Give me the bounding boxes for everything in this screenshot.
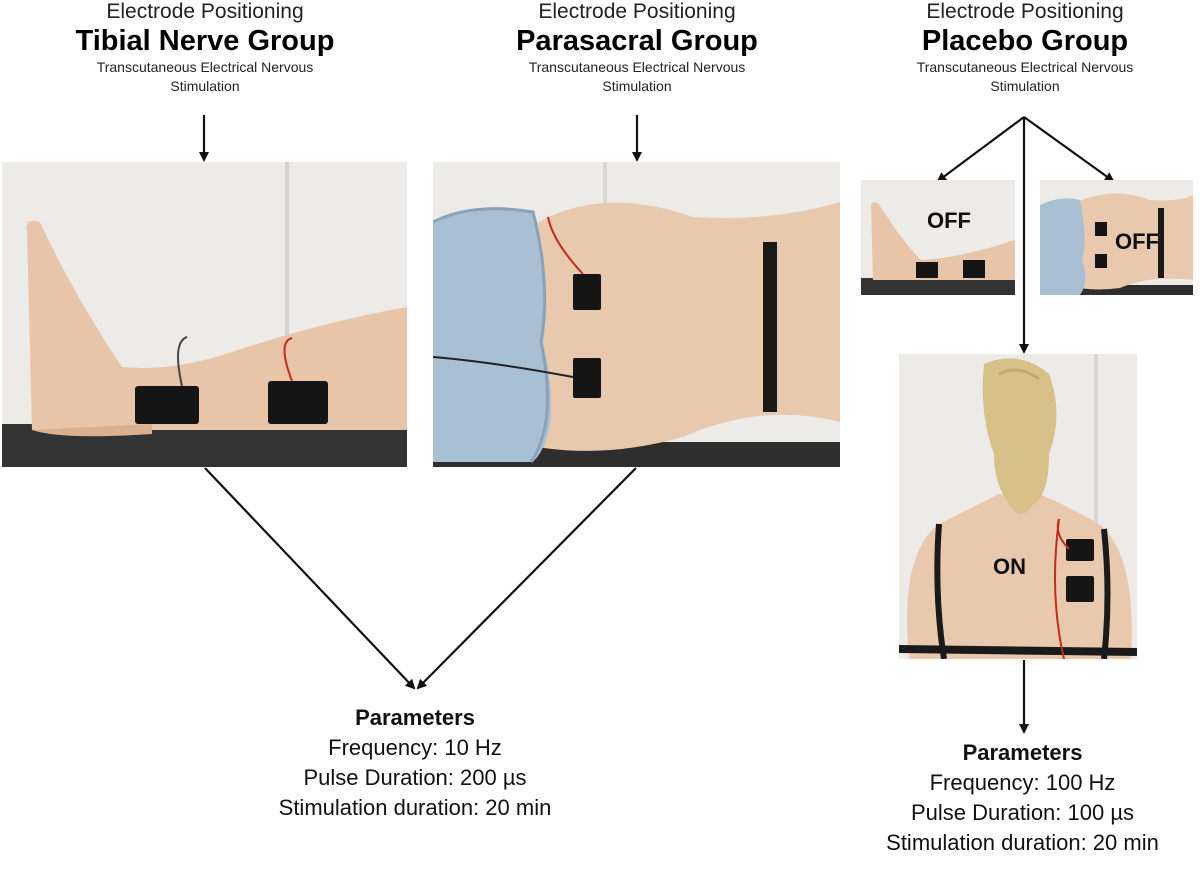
tibial-electrode-1 (135, 386, 199, 424)
tibial-header: Electrode Positioning Tibial Nerve Group… (40, 0, 370, 96)
arrow-placebo-to-leg (936, 116, 1025, 183)
placebo-stimulation-duration: Stimulation duration: 20 min (886, 830, 1159, 855)
tibial-photo (2, 162, 407, 467)
active-pulse-duration: Pulse Duration: 200 µs (303, 765, 527, 790)
placebo-parameters-heading: Parameters (962, 740, 1083, 765)
active-frequency: Frequency: 10 Hz (328, 735, 502, 760)
arrow-placebo-to-back (1023, 116, 1115, 183)
placebo-subtitle-line1: Transcutaneous Electrical Nervous (916, 59, 1134, 75)
placebo-frequency: Frequency: 100 Hz (929, 770, 1116, 795)
placebo-back-photo: OFF (1040, 180, 1193, 295)
placebo-parameters: Parameters Frequency: 100 Hz Pulse Durat… (845, 738, 1200, 858)
placebo-shoulder-photo: ON (899, 354, 1137, 659)
arrow-tibial-to-params (204, 467, 416, 690)
parasacral-electrode-2 (573, 358, 601, 398)
placebo-pretitle: Electrode Positioning (926, 0, 1124, 23)
placebo-subtitle-line2: Stimulation (990, 78, 1060, 94)
placebo-pulse-duration: Pulse Duration: 100 µs (910, 800, 1135, 825)
tibial-subtitle-line1: Transcutaneous Electrical Nervous (96, 59, 314, 75)
placebo-leg-photo: OFF (861, 180, 1015, 295)
parasacral-photo (433, 162, 840, 467)
parasacral-subtitle-line1: Transcutaneous Electrical Nervous (528, 59, 746, 75)
parasacral-electrode-1 (573, 274, 601, 310)
placebo-shoulder-electrode-2 (1066, 576, 1094, 602)
placebo-header: Electrode Positioning Placebo Group Tran… (860, 0, 1190, 96)
active-stimulation-duration: Stimulation duration: 20 min (278, 795, 552, 820)
parasacral-header: Electrode Positioning Parasacral Group T… (472, 0, 802, 96)
arrow-parasacral-to-params (416, 467, 637, 690)
tibial-subtitle-line2: Stimulation (170, 78, 240, 94)
tibial-pretitle: Electrode Positioning (106, 0, 304, 23)
tibial-electrode-2 (268, 381, 328, 424)
active-parameters: Parameters Frequency: 10 Hz Pulse Durati… (215, 703, 615, 823)
placebo-title: Placebo Group (921, 25, 1129, 57)
parasacral-pretitle: Electrode Positioning (538, 0, 736, 23)
placebo-leg-off-label: OFF (927, 208, 971, 233)
tibial-title: Tibial Nerve Group (75, 25, 335, 57)
placebo-shoulder-electrode-1 (1066, 539, 1094, 561)
parasacral-subtitle-line2: Stimulation (602, 78, 672, 94)
parasacral-title: Parasacral Group (516, 25, 758, 57)
active-parameters-heading: Parameters (355, 705, 475, 730)
placebo-back-off-label: OFF (1115, 229, 1159, 254)
placebo-shoulder-on-label: ON (993, 554, 1026, 579)
